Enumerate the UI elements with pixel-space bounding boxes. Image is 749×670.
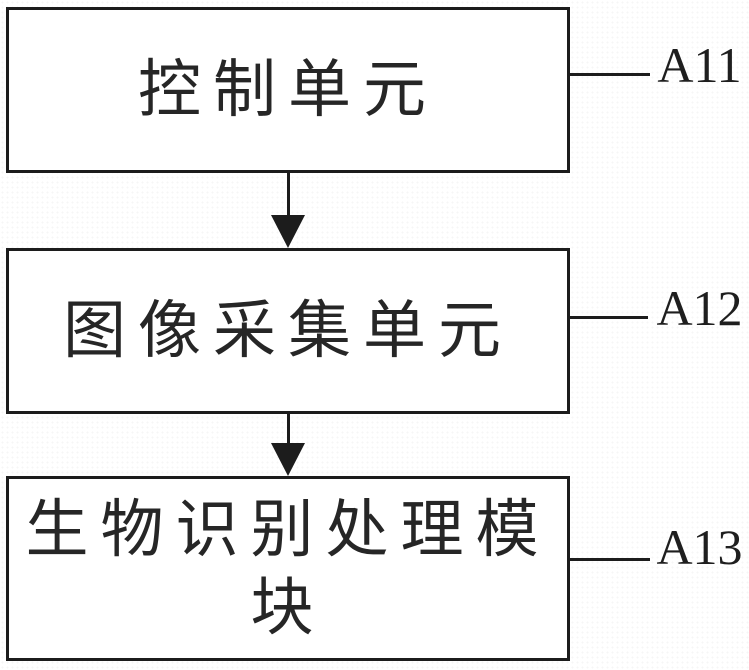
- ref-label-a11: A11: [657, 37, 742, 93]
- box-image-acquisition-unit-label: 图像采集单元: [63, 296, 513, 366]
- box-biometric-processing-module: 生物识别处理模块: [6, 476, 570, 661]
- ref-leader-line-a12: [570, 316, 648, 319]
- box-control-unit-label: 控制单元: [138, 55, 438, 125]
- ref-label-a13: A13: [656, 519, 743, 575]
- arrow-down-2-head-icon: [271, 443, 305, 476]
- box-image-acquisition-unit: 图像采集单元: [6, 248, 570, 414]
- ref-leader-line-a13: [570, 558, 650, 561]
- ref-leader-line-a11: [570, 73, 650, 76]
- arrow-down-2-shaft: [287, 414, 290, 448]
- arrow-down-1-head-icon: [271, 215, 305, 248]
- ref-label-a12: A12: [656, 280, 743, 336]
- box-biometric-processing-module-label: 生物识别处理模块: [25, 494, 551, 643]
- arrow-down-1-shaft: [287, 173, 290, 218]
- box-control-unit: 控制单元: [6, 7, 570, 173]
